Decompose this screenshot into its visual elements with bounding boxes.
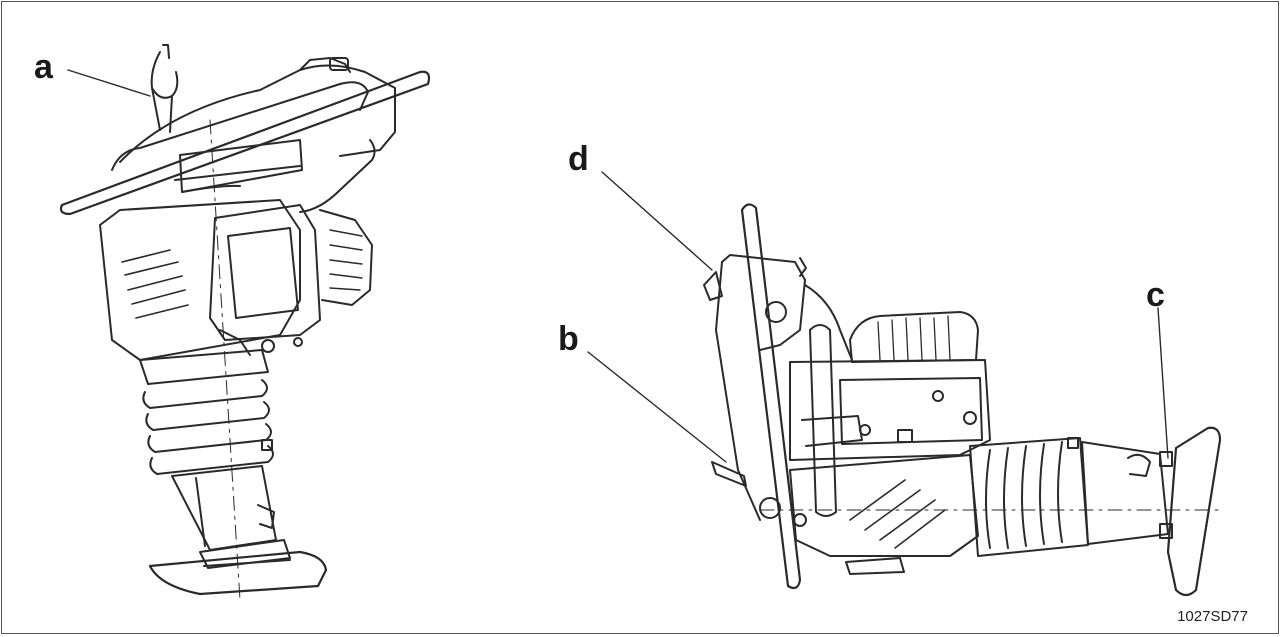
- leader-c: [1157, 307, 1169, 459]
- engine-top: [119, 57, 396, 213]
- leader-b: [587, 351, 727, 463]
- shoe-plate: [148, 550, 328, 596]
- centerline: [209, 119, 241, 601]
- leader-lines: [67, 69, 1169, 463]
- air-filter: [849, 311, 979, 363]
- guide-handle-vertical: [703, 203, 807, 590]
- bellows-horizontal: [969, 437, 1089, 557]
- rammer-upright: [59, 44, 431, 601]
- leader-d: [601, 171, 713, 271]
- rammer-lying: [703, 203, 1222, 597]
- callout-d: d: [568, 140, 589, 178]
- throttle-lever: [711, 461, 747, 487]
- figure-id: 1027SD77: [1177, 608, 1248, 625]
- guide-handle: [59, 70, 431, 216]
- leg-horizontal: [1081, 441, 1173, 545]
- leader-a: [67, 69, 151, 97]
- lower-leg: [171, 465, 291, 569]
- callout-b: b: [558, 320, 579, 358]
- engine-body: [99, 199, 373, 361]
- callout-a: a: [34, 48, 53, 86]
- engine-block: [789, 284, 991, 517]
- shoe-plate-vertical: [1166, 426, 1222, 597]
- bellows: [139, 349, 274, 475]
- lifting-hook: [150, 44, 179, 133]
- callout-c: c: [1146, 276, 1165, 314]
